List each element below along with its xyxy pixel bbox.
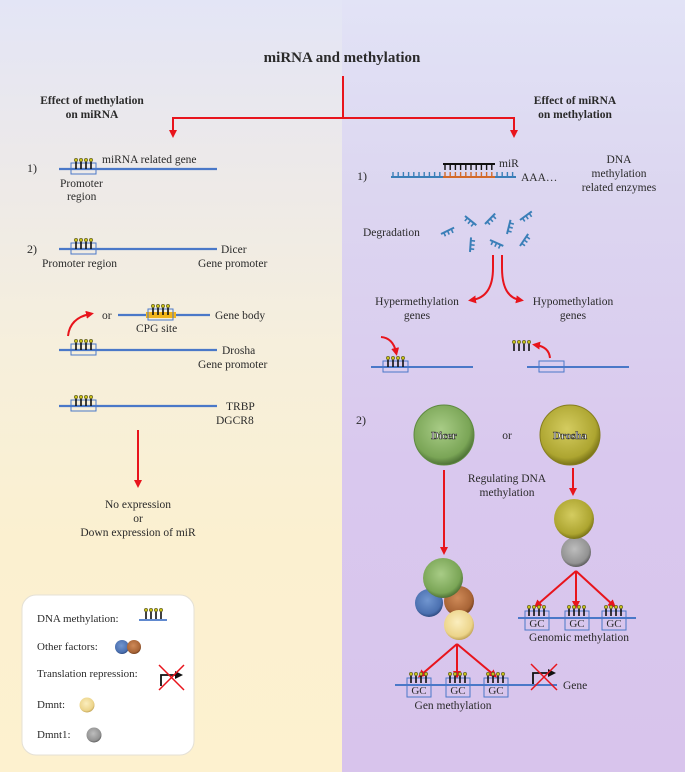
dicer-enzyme: Dicer [413,404,475,466]
other-factors-icon [115,640,141,654]
gc-label: GC [606,618,621,630]
mirna-related-gene-label: miRNA related gene [102,154,197,166]
dicer-gene-strand [59,237,217,255]
hypomethylation-line2: genes [560,310,587,322]
cpg-site-label: CPG site [136,323,177,335]
drosha-dmnt1-complex [554,499,594,567]
gc-site: GC [483,671,509,698]
drosha-enzyme: Drosha [539,404,601,466]
gc-label: GC [569,618,584,630]
mirna-related-gene-strand [59,157,217,175]
enzymes-label-line2: methylation [592,168,647,180]
gc-label: GC [450,685,465,697]
outcome-line3: Down expression of miR [80,527,196,539]
dicer-label: Dicer [221,244,247,256]
regulating-line1: Regulating DNA [468,473,547,485]
promoter-region-label: Promoter region [42,258,117,270]
mir-label: miR [499,158,519,170]
split-arrows [468,255,524,304]
drosha-gene-promoter-label: Gene promoter [198,359,267,371]
gc-label: GC [411,685,426,697]
legend-label-dmnt1: Dmnt1: [37,729,71,741]
trbp-gene-strand [59,394,217,412]
right-item2-number: 2) [356,413,366,427]
enzymes-label-line3: related enzymes [582,182,657,194]
degradation-label: Degradation [363,227,420,239]
or-label-left: or [102,310,112,322]
mir-strand [443,163,495,170]
hypomethylation-line1: Hypomethylation [533,296,614,308]
dna-methylation-icon [139,607,167,621]
left-item2-number: 2) [27,242,37,256]
gc-site: GC [601,604,627,631]
outcome-line2: or [133,513,143,525]
gen-methylation-arrows [417,643,498,679]
translation-repression-icon [158,664,185,691]
polya-tail-label: AAA… [521,172,557,184]
gc-site: GC [524,604,550,631]
left-item1-number: 1) [27,161,37,175]
curved-arrow-to-gene-body [67,310,94,337]
outcome-line1: No expression [105,499,171,511]
drosha-enzyme-label: Drosha [553,430,588,442]
dicer-gene-promoter-label: Gene promoter [198,258,267,270]
hypermethylation-line1: Hypermethylation [375,296,459,308]
mrna-strand [391,172,516,178]
right-heading-line1: Effect of miRNA [534,95,617,107]
promoter-region-line1: Promoter [60,178,103,190]
hypermethylation-line2: genes [404,310,431,322]
legend-box: DNA methylation: Other factors: Translat… [21,594,195,756]
trbp-label: TRBP [226,401,255,413]
hypomethylation-strand [511,339,629,373]
gc-site: GC [564,604,590,631]
gc-site: GC [406,671,432,698]
promoter-region-line2: region [67,191,97,203]
dmnt1-icon [86,727,102,743]
drosha-gene-strand [59,338,217,356]
dicer-enzyme-label: Dicer [431,430,457,442]
legend-label-translation-repression: Translation repression: [37,668,138,680]
drosha-label: Drosha [222,345,255,357]
genomic-methylation-strand: GC GC GC [518,604,636,631]
legend-label-dna-methylation: DNA methylation: [37,613,119,625]
gc-label: GC [529,618,544,630]
or-label-right: or [502,430,512,442]
left-heading-line2: on miRNA [66,109,119,121]
dicer-factors-dmnt-complex [415,558,474,640]
gene-body-label: Gene body [215,310,265,322]
gc-site: GC [445,671,471,698]
genomic-methylation-arrows [533,570,616,609]
diagram-title: miRNA and methylation [264,50,421,66]
left-heading-line1: Effect of methylation [40,95,144,107]
enzymes-label-line1: DNA [607,154,633,166]
hypermethylation-strand [371,336,473,373]
legend-label-dmnt: Dmnt: [37,699,65,711]
dmnt-icon [79,697,95,713]
right-heading-line2: on methylation [538,109,612,121]
degraded-mrna-fragments [439,210,536,255]
regulating-line2: methylation [480,487,535,499]
gene-label: Gene [563,680,587,692]
gene-body-strand [118,303,210,321]
translation-repression-marker [530,663,558,691]
gen-methylation-strand: GC GC GC [395,671,557,698]
legend-label-other-factors: Other factors: [37,641,98,653]
genomic-methylation-label: Genomic methylation [529,632,629,644]
top-branch-arrows [169,76,518,138]
right-item1-number: 1) [357,169,367,183]
gc-label: GC [488,685,503,697]
dgcr8-label: DGCR8 [216,415,254,427]
gen-methylation-label: Gen methylation [415,700,492,712]
